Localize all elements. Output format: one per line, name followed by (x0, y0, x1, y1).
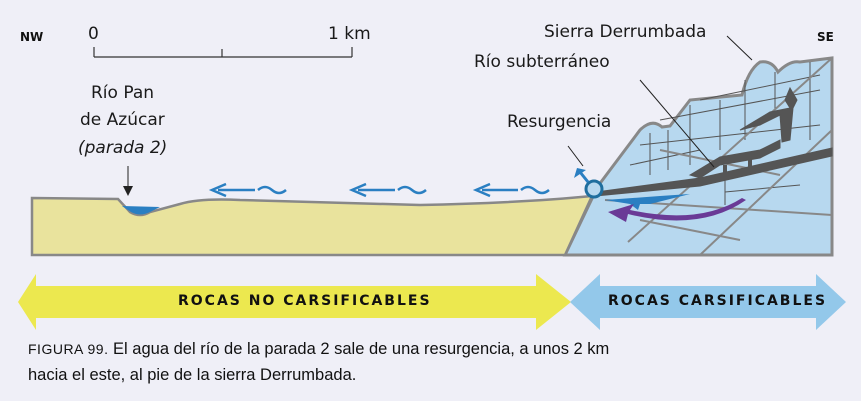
non-karst-sediment (30, 194, 595, 257)
figure-number: FIGURA 99. (28, 341, 109, 357)
non-karst-band-label: ROCAS NO CARSIFICABLES (178, 293, 432, 309)
caption-line-2: hacia el este, al pie de la sierra Derru… (28, 366, 357, 384)
underground-river-label: Río subterráneo (474, 52, 610, 72)
scale-bar (93, 47, 353, 58)
caption-text: El agua del río de la parada 2 sale de u… (108, 340, 610, 358)
fractures (629, 62, 821, 205)
direction-se: SE (817, 30, 834, 44)
river-label: (parada 2) (78, 138, 168, 158)
river-label: Río Pan (91, 83, 155, 103)
underground-river-conduits (595, 86, 833, 197)
direction-nw: NW (20, 30, 44, 44)
karst-rock-mass (562, 56, 834, 257)
scale-start: 0 (88, 24, 99, 44)
caption-line-1: FIGURA 99. El agua del río de la parada … (28, 340, 609, 359)
karst-band-label: ROCAS CARSIFICABLES (608, 293, 828, 309)
river-pan-de-azucar (122, 206, 160, 215)
surface-flow-arrows (208, 182, 550, 198)
scale-end: 1 km (328, 24, 371, 44)
non-karst-band-arrow (18, 274, 571, 330)
resurgence-icon (574, 168, 604, 199)
karst-band-arrow (570, 274, 846, 330)
groundwater-flow-arrow (608, 198, 746, 222)
sierra-label: Sierra Derrumbada (544, 22, 707, 42)
resurgence-label: Resurgencia (507, 112, 612, 132)
water-in-conduit (605, 194, 690, 210)
river-pointer-arrowhead (123, 186, 133, 196)
river-label: de Azúcar (80, 110, 165, 130)
